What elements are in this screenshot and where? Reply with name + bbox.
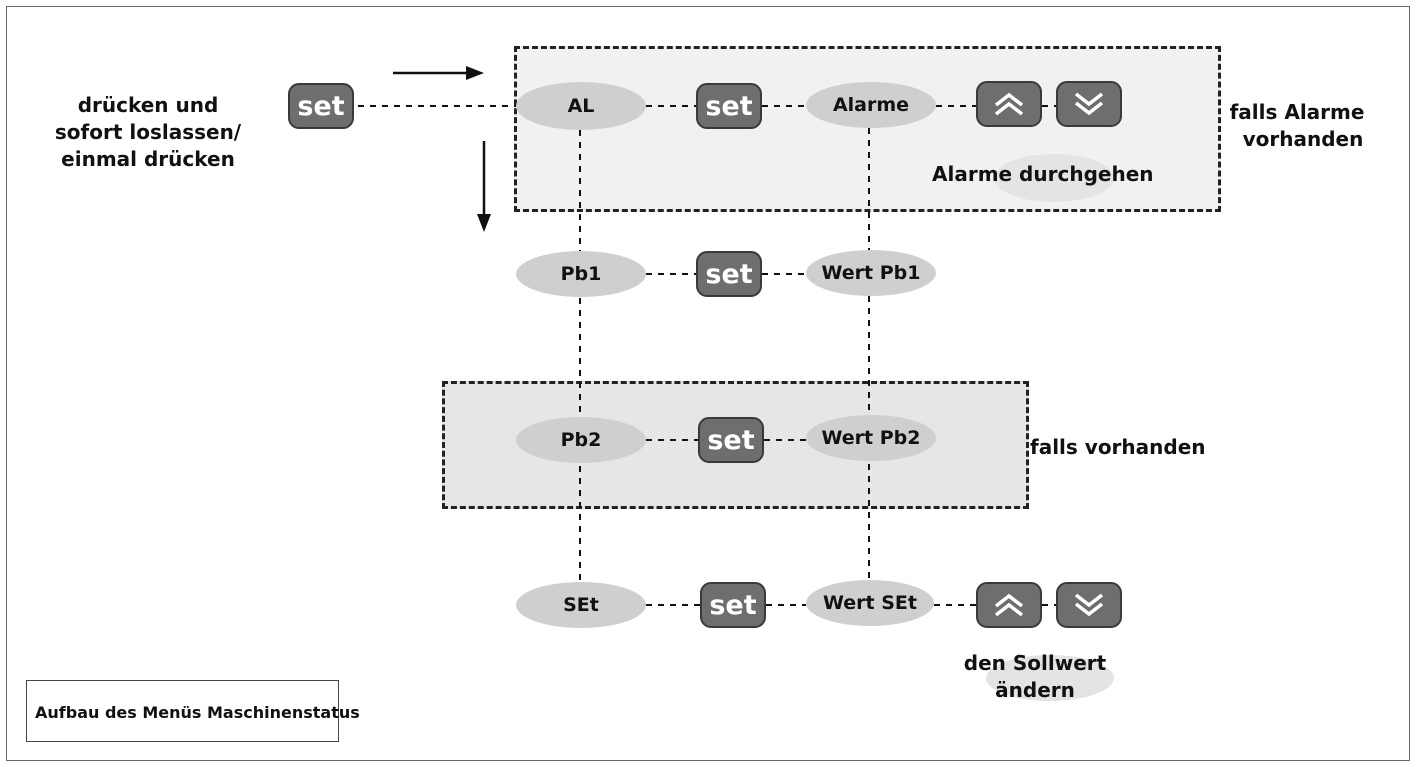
caption-box: Aufbau des Menüs Maschinenstatus <box>26 680 360 742</box>
diagram-frame <box>6 6 1410 761</box>
set-key-start[interactable]: set <box>288 83 354 129</box>
up-key-setpoint[interactable] <box>976 582 1042 628</box>
arrow-right-head <box>466 66 484 80</box>
diagram-caption: Aufbau des Menüs Maschinenstatus <box>35 703 360 722</box>
up-chevron-icon <box>994 92 1024 116</box>
arrow-down-head <box>477 214 491 232</box>
value-wert-pb2: Wert Pb2 <box>806 415 936 461</box>
down-chevron-icon <box>1074 593 1104 617</box>
down-key-alarm[interactable] <box>1056 81 1122 127</box>
menu-item-pb1: Pb1 <box>516 251 646 297</box>
setpoint-action-label: den Sollwert ändern <box>963 651 1107 702</box>
down-key-setpoint[interactable] <box>1056 582 1122 628</box>
menu-item-pb2: Pb2 <box>516 417 646 463</box>
value-wert-set: Wert SEt <box>806 580 934 626</box>
value-alarme: Alarme <box>806 82 936 128</box>
set-key-setpoint[interactable]: set <box>700 582 766 628</box>
up-key-alarm[interactable] <box>976 81 1042 127</box>
value-wert-pb1: Wert Pb1 <box>806 250 936 296</box>
menu-item-al: AL <box>516 82 646 130</box>
menu-item-set: SEt <box>516 582 646 628</box>
setpoint-action-backdrop <box>986 655 1114 701</box>
start-instruction: drücken und sofort loslassen/ einmal drü… <box>54 93 242 171</box>
alarm-region-label: falls Alarme vorhanden <box>1229 100 1365 151</box>
pb2-region-label: falls vorhanden <box>1030 435 1206 459</box>
alarm-action-label: Alarme durchgehen <box>932 162 1154 186</box>
set-key-pb2[interactable]: set <box>698 417 764 463</box>
down-chevron-icon <box>1074 92 1104 116</box>
up-chevron-icon <box>994 593 1024 617</box>
alarm-action-backdrop <box>994 154 1114 202</box>
set-key-al[interactable]: set <box>696 83 762 129</box>
set-key-pb1[interactable]: set <box>696 251 762 297</box>
